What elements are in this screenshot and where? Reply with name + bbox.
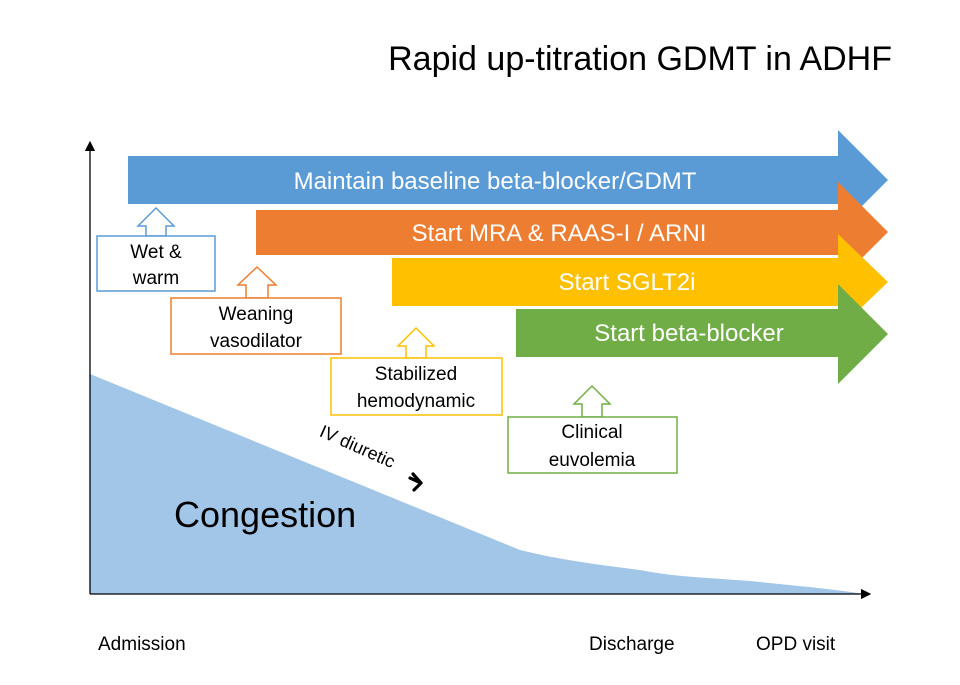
milestone-text-stabilized-1: Stabilized xyxy=(375,364,457,385)
arrow-shape-green xyxy=(516,284,888,384)
arrow-start-sglt2i: Start SGLT2i xyxy=(392,234,888,330)
arrow-start-beta-blocker: Start beta-blocker xyxy=(516,284,888,384)
congestion-area xyxy=(90,374,865,594)
milestone-text-wet-warm-2: warm xyxy=(132,268,179,289)
milestone-wet-warm: Wet & warm xyxy=(96,206,216,292)
arrow-shape-blue xyxy=(128,130,888,230)
milestone-box-euvolemia xyxy=(507,416,678,474)
milestone-text-stabilized-2: hemodynamic xyxy=(357,391,475,412)
milestone-text-euvolemia-1: Clinical xyxy=(561,422,622,443)
arrow-label-start-beta-blocker: Start beta-blocker xyxy=(594,320,783,347)
diagram-title: Rapid up-titration GDMT in ADHF xyxy=(388,40,892,78)
milestone-box-stabilized xyxy=(330,357,503,416)
arrow-shape-orange xyxy=(256,182,888,282)
milestone-text-euvolemia-2: euvolemia xyxy=(549,450,636,471)
up-arrow-outline-blue xyxy=(136,206,176,237)
milestone-stabilized-hemodynamic: Stabilized hemodynamic xyxy=(330,326,503,416)
arrow-label-start-sglt2i: Start SGLT2i xyxy=(559,269,696,296)
milestone-weaning-vasodilator: Weaning vasodilator xyxy=(170,265,342,355)
congestion-label: Congestion xyxy=(174,494,356,535)
arrow-label-start-mra-arni: Start MRA & RAAS-I / ARNI xyxy=(412,220,707,247)
up-arrow-outline-green xyxy=(572,384,612,418)
up-arrow-outline-orange xyxy=(236,265,278,299)
arrow-shape-yellow xyxy=(392,234,888,330)
timeline-discharge: Discharge xyxy=(589,634,675,655)
arrow-start-mra-arni: Start MRA & RAAS-I / ARNI xyxy=(256,182,888,282)
milestone-box-weaning-vasodilator xyxy=(170,297,342,355)
milestone-text-wet-warm-1: Wet & xyxy=(130,242,182,263)
up-arrow-outline-yellow xyxy=(396,326,436,359)
milestone-text-weaning-1: Weaning xyxy=(219,304,294,325)
timeline-admission: Admission xyxy=(98,634,186,655)
arrow-label-maintain-gdmt: Maintain baseline beta-blocker/GDMT xyxy=(294,168,697,195)
timeline-opd-visit: OPD visit xyxy=(756,634,836,655)
milestone-text-weaning-2: vasodilator xyxy=(210,331,303,352)
arrow-maintain-gdmt: Maintain baseline beta-blocker/GDMT xyxy=(128,130,888,230)
milestone-clinical-euvolemia: Clinical euvolemia xyxy=(507,384,678,474)
milestone-box-wet-warm xyxy=(96,235,216,292)
diuretic-arrow-icon xyxy=(408,472,423,492)
iv-diuretic-label: IV diuretic xyxy=(317,421,398,472)
